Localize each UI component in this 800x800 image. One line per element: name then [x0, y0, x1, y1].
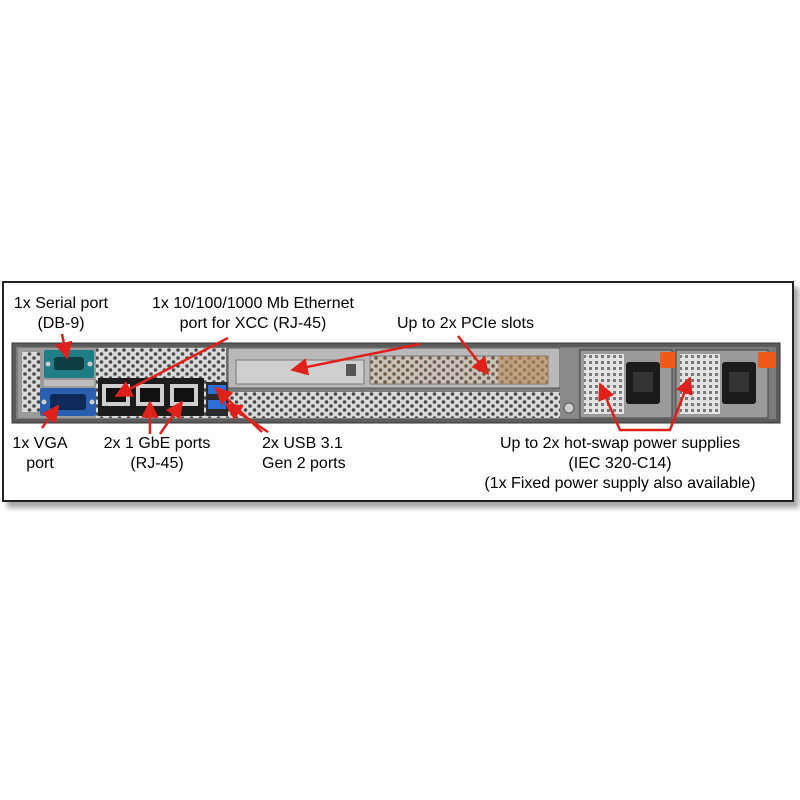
label-vga-port: 1x VGA port	[8, 434, 72, 474]
arrow-vga	[40, 404, 60, 429]
power-supply-1	[579, 349, 678, 419]
label-gbe-ports: 2x 1 GbE ports (RJ-45)	[96, 434, 218, 474]
label-xcc-line-2: port for XCC (RJ-45)	[179, 315, 327, 332]
label-pcie-text: Up to 2x PCIe slots	[397, 315, 534, 332]
label-gbe-line-1: 2x 1 GbE ports	[103, 435, 211, 452]
label-usb-line-1: 2x USB 3.1	[262, 435, 343, 452]
label-psu-line-1: Up to 2x hot-swap power supplies	[499, 435, 741, 452]
label-power-supplies: Up to 2x hot-swap power supplies (IEC 32…	[462, 434, 778, 494]
lower-vent	[228, 392, 560, 418]
pcie-slot-1	[235, 359, 365, 385]
arrow-xcc	[114, 336, 229, 398]
label-usb-ports: 2x USB 3.1 Gen 2 ports	[262, 434, 346, 474]
callout-arrows	[40, 333, 490, 435]
arrow-usb-2	[224, 402, 269, 434]
label-gbe-line-2: (RJ-45)	[130, 455, 184, 472]
arrow-pcie-1	[290, 342, 421, 376]
label-xcc-line-1: 1x 10/100/1000 Mb Ethernet	[152, 295, 354, 312]
usb-ports	[206, 382, 228, 416]
label-psu-line-3: (1x Fixed power supply also available)	[484, 475, 756, 492]
label-xcc-port: 1x 10/100/1000 Mb Ethernet port for XCC …	[140, 294, 366, 334]
label-vga-line-1: 1x VGA	[12, 435, 68, 452]
label-usb-line-2: Gen 2 ports	[262, 455, 346, 472]
label-pcie-slots: Up to 2x PCIe slots	[397, 314, 534, 334]
serial-port	[44, 350, 94, 378]
label-serial-line-1: 1x Serial port	[13, 295, 109, 312]
label-serial-line-2: (DB-9)	[37, 315, 85, 332]
gbe-port-2	[170, 384, 198, 406]
vga-port	[40, 388, 96, 416]
label-vga-line-2: port	[26, 455, 54, 472]
psu-bracket-arrows	[598, 376, 693, 432]
power-supply-2	[675, 349, 776, 419]
label-psu-line-2: (IEC 320-C14)	[568, 455, 672, 472]
arrow-pcie-2	[457, 335, 490, 376]
label-serial-port: 1x Serial port (DB-9)	[8, 294, 114, 334]
arrow-gbe-2	[158, 400, 184, 435]
arrow-serial	[55, 333, 73, 360]
